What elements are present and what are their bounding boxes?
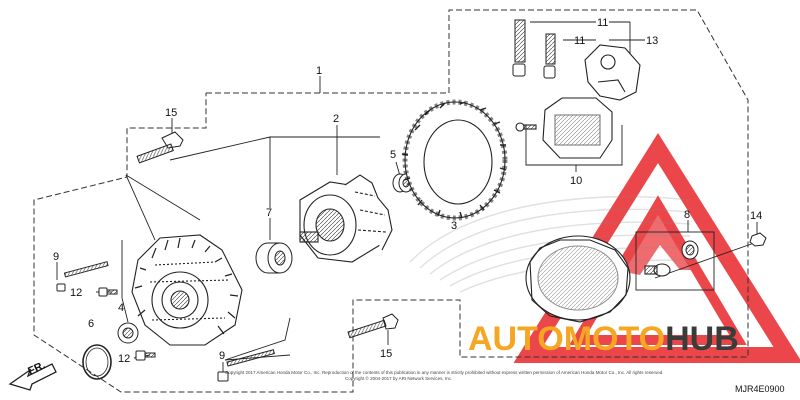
rear-housing: [131, 234, 243, 346]
callout-11b: 11: [574, 35, 585, 47]
callout-9b: 9: [219, 350, 225, 362]
callout-3: 3: [451, 220, 457, 232]
callout-7: 7: [266, 207, 272, 219]
bearing-4: [117, 322, 139, 344]
callout-6: 6: [88, 318, 94, 330]
nut-14: [749, 232, 767, 247]
callout-9a: 9: [53, 251, 59, 263]
copyright-line-2: Copyright © 2004-2017 by ARI Network Ser…: [345, 375, 452, 381]
callout-8: 8: [684, 209, 690, 221]
bolt-15-bottom: [347, 313, 399, 339]
brush-holder-13: [584, 44, 641, 101]
watermark-hub: HUB: [665, 320, 739, 358]
stator-3: [401, 99, 508, 221]
front-direction-arrow: [8, 363, 57, 391]
callout-labels: 1 2 3 4 5 6 7 8 9 9 10 11 11 12 12 13 14…: [26, 17, 762, 378]
watermark-moto: MOTO: [564, 320, 665, 358]
callout-14: 14: [750, 210, 762, 222]
oring-6: [82, 344, 112, 380]
callout-4: 4: [118, 302, 124, 314]
copyright-line-1: Copyright 2017 American Honda Motor Co.,…: [225, 370, 663, 375]
rotor-2: [299, 174, 393, 263]
callout-1: 1: [316, 65, 322, 77]
regulator-10: [515, 97, 613, 159]
callout-2: 2: [333, 113, 339, 125]
bearing-8: [681, 240, 699, 260]
brushes-11: [512, 19, 556, 79]
callout-15b: 15: [380, 348, 392, 360]
watermark-text: AUTOMOTOHUB: [468, 320, 739, 358]
callout-12a: 12: [70, 287, 82, 299]
callout-15a: 15: [165, 107, 177, 119]
callout-5: 5: [390, 149, 396, 161]
bearing-7: [255, 242, 293, 274]
diagram-code: MJR4E0900: [735, 384, 785, 394]
front-cover: [525, 235, 671, 323]
bolt-15-top: [136, 131, 184, 164]
callout-12b: 12: [118, 353, 130, 365]
assembly-outline: [33, 9, 749, 393]
callout-10: 10: [570, 175, 582, 187]
callout-13: 13: [646, 35, 658, 47]
watermark-auto: AUTO: [468, 320, 564, 358]
small-bolts: [56, 261, 275, 382]
callout-11a: 11: [597, 17, 608, 29]
